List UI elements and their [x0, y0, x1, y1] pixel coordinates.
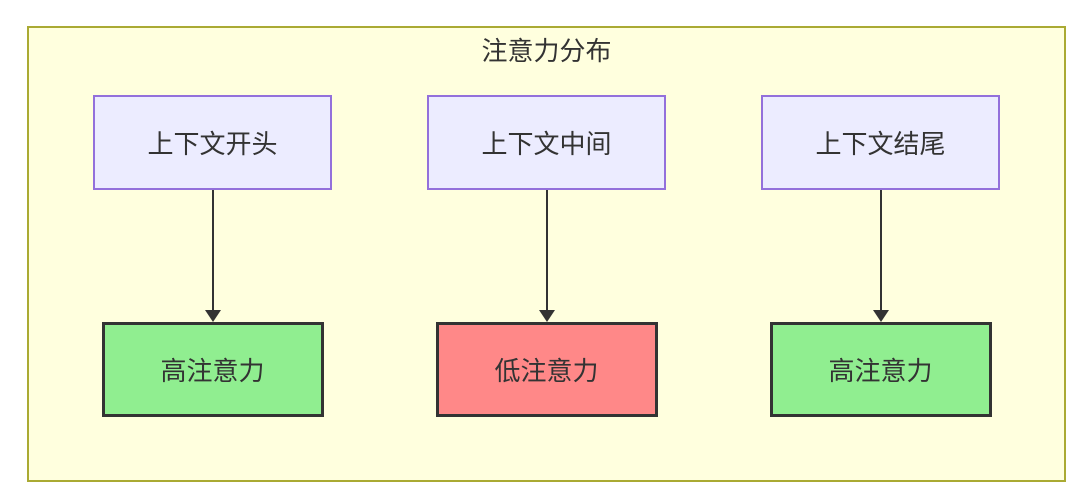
flow-column-middle: 上下文中间 低注意力	[427, 95, 666, 417]
arrow-head	[872, 310, 889, 322]
source-node-label: 上下文中间	[481, 129, 612, 159]
source-node-context-middle: 上下文中间	[427, 95, 666, 190]
source-node-context-end: 上下文结尾	[761, 95, 1000, 190]
source-node-label: 上下文开头	[147, 129, 278, 159]
arrow-down-icon	[872, 190, 889, 322]
diagram-title: 注意力分布	[481, 36, 612, 66]
attention-distribution-group: 注意力分布 上下文开头 高注意力 上下文中间	[27, 26, 1066, 482]
flow-column-end: 上下文结尾 高注意力	[761, 95, 1000, 417]
arrow-line	[211, 190, 214, 310]
arrow-head	[204, 310, 221, 322]
target-node-label: 低注意力	[494, 356, 599, 386]
arrow-down-icon	[204, 190, 221, 322]
source-node-label: 上下文结尾	[815, 129, 946, 159]
target-node-high-attention-1: 高注意力	[101, 322, 324, 417]
target-node-label: 高注意力	[160, 356, 265, 386]
target-node-low-attention: 低注意力	[435, 322, 658, 417]
flow-column-begin: 上下文开头 高注意力	[93, 95, 332, 417]
arrow-head	[538, 310, 555, 322]
arrow-down-icon	[538, 190, 555, 322]
arrow-line	[545, 190, 548, 310]
flow-columns-row: 上下文开头 高注意力 上下文中间 低注意力	[29, 95, 1064, 417]
target-node-high-attention-2: 高注意力	[769, 322, 992, 417]
target-node-label: 高注意力	[828, 356, 933, 386]
source-node-context-begin: 上下文开头	[93, 95, 332, 190]
arrow-line	[879, 190, 882, 310]
